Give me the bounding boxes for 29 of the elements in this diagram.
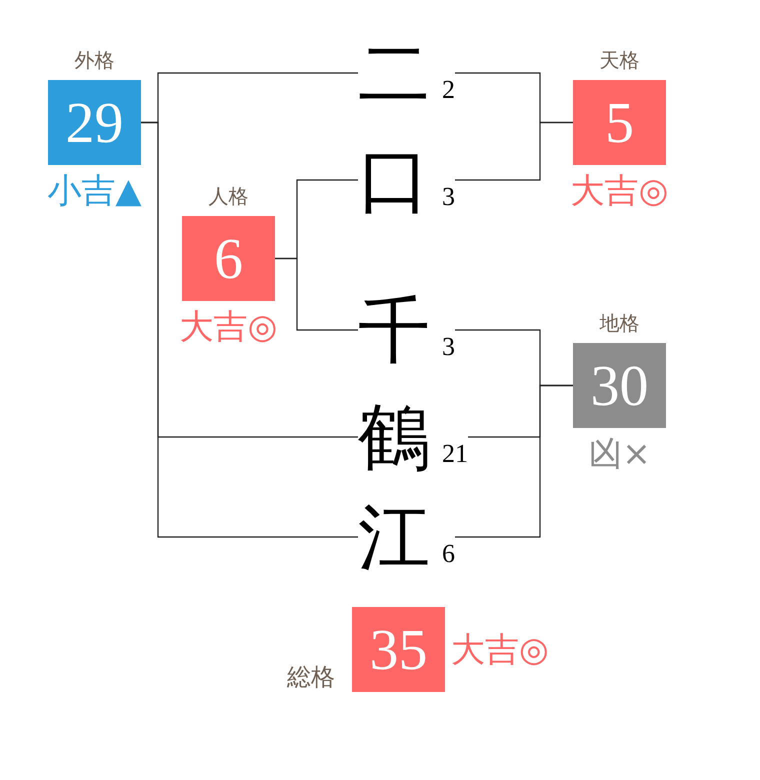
grade-label: 人格 <box>208 183 248 209</box>
name-character: 二 <box>358 31 430 115</box>
name-character: 江 <box>358 495 430 579</box>
name-character: 鶴 <box>358 395 430 479</box>
stroke-count: 2 <box>442 75 455 104</box>
grade-label: 天格 <box>600 47 640 73</box>
fortune-label: 大吉◎ <box>570 171 668 211</box>
grade-label: 地格 <box>600 310 640 336</box>
stroke-count: 3 <box>442 332 455 361</box>
bracket-line <box>275 258 358 331</box>
name-character: 口 <box>358 138 430 222</box>
bracket-line <box>455 122 573 181</box>
grade-label: 外格 <box>74 47 114 73</box>
fortune-label: 小吉▲ <box>47 171 142 211</box>
fortune-label: 大吉◎ <box>451 630 549 670</box>
bracket-line <box>455 384 573 538</box>
grade-label: 総格 <box>286 662 336 692</box>
fortune-label: 大吉◎ <box>180 307 278 347</box>
name-character: 千 <box>358 288 430 372</box>
stroke-count: 6 <box>442 539 455 568</box>
stroke-count: 21 <box>442 439 468 468</box>
score-box: 5 <box>573 80 666 165</box>
score-box: 30 <box>573 343 666 428</box>
bracket-line <box>141 122 358 538</box>
score-box: 35 <box>352 607 445 692</box>
stroke-count: 3 <box>442 182 455 211</box>
fortune-label: 凶× <box>588 434 651 474</box>
score-box: 6 <box>182 216 275 301</box>
score-box: 29 <box>48 80 141 165</box>
